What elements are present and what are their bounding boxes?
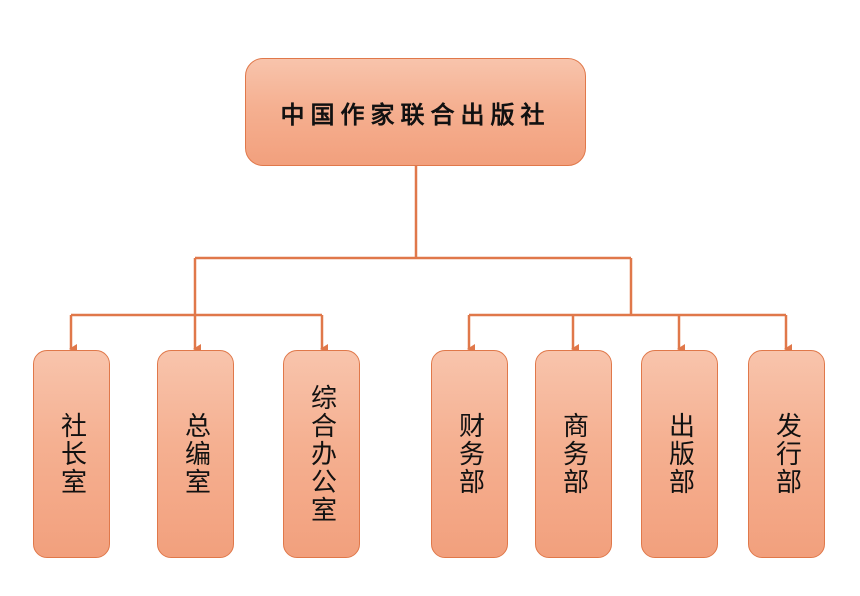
child-node-label: 综合办公室 — [306, 384, 337, 524]
child-node-label: 总编室 — [180, 412, 211, 496]
child-node-label: 发行部 — [771, 412, 802, 496]
child-node-president-office: 社长室 — [33, 350, 110, 558]
child-node-label: 财务部 — [454, 412, 485, 496]
child-node-finance-dept: 财务部 — [431, 350, 508, 558]
child-node-label: 出版部 — [664, 412, 695, 496]
child-node-label: 商务部 — [558, 412, 589, 496]
child-node-label: 社长室 — [56, 412, 87, 496]
child-node-publishing-dept: 出版部 — [641, 350, 718, 558]
root-node: 中国作家联合出版社 — [245, 58, 586, 166]
child-node-business-dept: 商务部 — [535, 350, 612, 558]
child-node-distribution-dept: 发行部 — [748, 350, 825, 558]
child-node-general-office: 综合办公室 — [283, 350, 360, 558]
root-node-label: 中国作家联合出版社 — [280, 99, 551, 129]
child-node-editor-in-chief-office: 总编室 — [157, 350, 234, 558]
